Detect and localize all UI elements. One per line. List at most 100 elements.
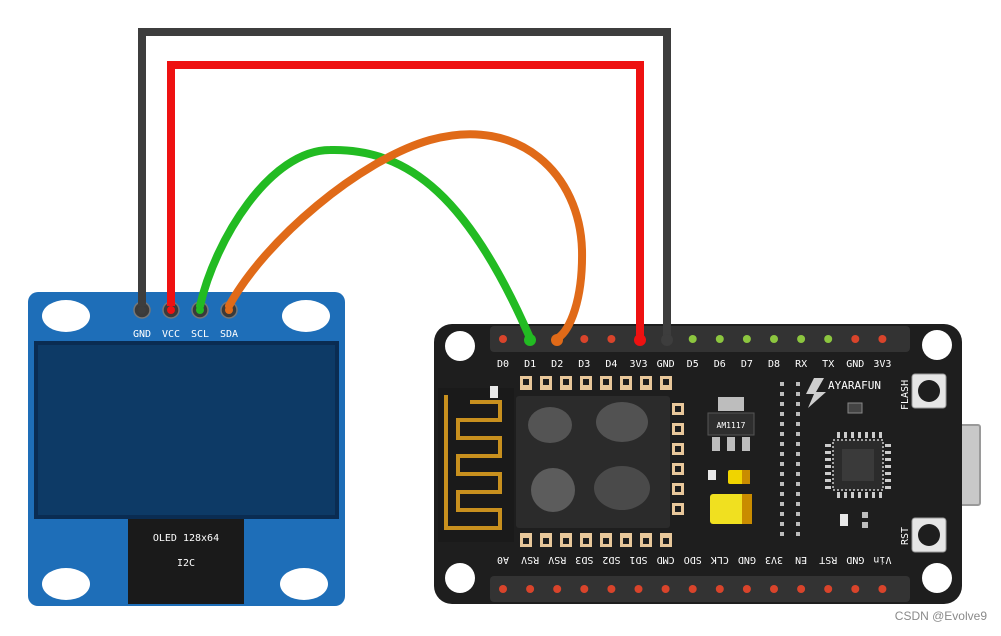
bottom-pin-label-en-11: EN [795, 554, 807, 565]
trace-dot [780, 512, 784, 516]
trace-dot [780, 522, 784, 526]
chip-pin [885, 472, 891, 475]
chip-pin [885, 458, 891, 461]
trace-dot [796, 512, 800, 516]
chip-pin [858, 492, 861, 498]
flash-label: FLASH [900, 380, 911, 410]
rst-button-cap[interactable] [918, 524, 940, 546]
oled-module: OLED 128x64 I2C GND VCC SCL SDA [28, 292, 345, 606]
trace-dot [780, 502, 784, 506]
chip-pin [858, 432, 861, 438]
esp-pad-hole [523, 538, 529, 544]
top-pin-label-d0-0: D0 [497, 359, 509, 370]
chip-pin [885, 444, 891, 447]
smd-part-rst [840, 514, 848, 526]
oled-label-model: OLED 128x64 [153, 533, 219, 544]
bottom-pin-label-rsv-2: RSV [548, 554, 566, 565]
trace-dot [780, 412, 784, 416]
antenna-area [438, 388, 514, 542]
oled-label-interface: I2C [177, 558, 195, 569]
chip-pin [825, 479, 831, 482]
chip-pin [851, 432, 854, 438]
bottom-pin-rsv-1 [526, 585, 535, 593]
regulator-label: AM1117 [717, 421, 746, 430]
chip-pin [885, 479, 891, 482]
bottom-pin-rsv-2 [553, 585, 562, 593]
rst-label: RST [900, 527, 911, 545]
esp-pad-hole [603, 379, 609, 385]
wire-scl [196, 145, 534, 342]
chip-pin [844, 432, 847, 438]
tantalum-cap-large-band [742, 494, 752, 524]
chip-pin [885, 486, 891, 489]
oled-mount-hole-tr [282, 300, 330, 332]
esp-shield-blur-2 [596, 402, 648, 442]
top-pin-tx-12 [824, 335, 833, 343]
smd-resistor [708, 470, 716, 480]
bottom-pin-header [490, 576, 910, 602]
oled-flex-ribbon [128, 519, 244, 604]
trace-dot [780, 532, 784, 536]
top-pin-d8-10 [770, 335, 778, 343]
chip-pin [879, 492, 882, 498]
flash-button-cap[interactable] [918, 380, 940, 402]
trace-dot [780, 392, 784, 396]
trace-dot [780, 402, 784, 406]
chip-pin [837, 432, 840, 438]
pcb-antenna-trace [444, 395, 502, 530]
trace-dot [796, 382, 800, 386]
chip-pin [872, 432, 875, 438]
wire-end-oled-gnd [138, 306, 146, 314]
bottom-pin-rst-12 [824, 585, 833, 593]
mcu-mount-hole-tl [445, 331, 475, 361]
top-pin-label-rx-11: RX [795, 359, 807, 370]
trace-dot [796, 482, 800, 486]
brand-label: AYARAFUN [828, 379, 881, 392]
esp-pad-hole [543, 538, 549, 544]
trace-dot [796, 412, 800, 416]
esp-pad-hole [623, 538, 629, 544]
mcu-mount-hole-bl [445, 563, 475, 593]
bottom-pin-sd2-4 [607, 585, 616, 593]
wire-gnd [138, 28, 671, 340]
top-pin-label-d3-3: D3 [578, 359, 590, 370]
bottom-pin-label-sd3-3: SD3 [575, 554, 593, 565]
esp-pad-hole [643, 538, 649, 544]
bottom-pin-label-gnd-13: GND [846, 554, 864, 565]
trace-dot [780, 432, 784, 436]
wire-end-mcu-scl [524, 334, 536, 346]
esp-shield-blur-1 [528, 407, 572, 443]
wire-end-oled-scl [196, 306, 204, 314]
bottom-pin-en-11 [797, 585, 806, 593]
esp-pad-hole [675, 466, 681, 472]
usb-uart-chip-core [842, 449, 874, 481]
top-pin-label-d7-9: D7 [741, 359, 753, 370]
chip-pin [825, 465, 831, 468]
oled-screen [38, 345, 335, 515]
tantalum-cap-large [710, 494, 752, 524]
bottom-pin-label-clk-8: CLK [711, 554, 729, 565]
bottom-pin-clk-8 [715, 585, 724, 593]
top-pin-label-3v3-14: 3V3 [873, 359, 891, 370]
wire-vcc [167, 61, 644, 340]
bottom-pin-label-sdo-7: SDO [684, 554, 702, 565]
bottom-pin-gnd-13 [851, 585, 860, 593]
trace-dot [796, 392, 800, 396]
top-pin-label-d6-8: D6 [714, 359, 726, 370]
trace-dot [780, 492, 784, 496]
regulator-tab [718, 397, 744, 411]
bottom-pin-gnd-9 [742, 585, 751, 593]
wire-end-oled-vcc [167, 306, 175, 314]
trace-dot-group [780, 382, 800, 536]
chip-pin [844, 492, 847, 498]
oled-mount-hole-tl [42, 300, 90, 332]
esp-pad-hole [623, 379, 629, 385]
bottom-pin-label-a0-0: A0 [497, 554, 509, 565]
bottom-pin-cmd-6 [661, 585, 670, 593]
esp-shield-blur-3 [531, 468, 575, 512]
top-pin-label-tx-12: TX [822, 359, 834, 370]
top-pin-d3-3 [580, 335, 589, 343]
esp-pad-hole [675, 446, 681, 452]
